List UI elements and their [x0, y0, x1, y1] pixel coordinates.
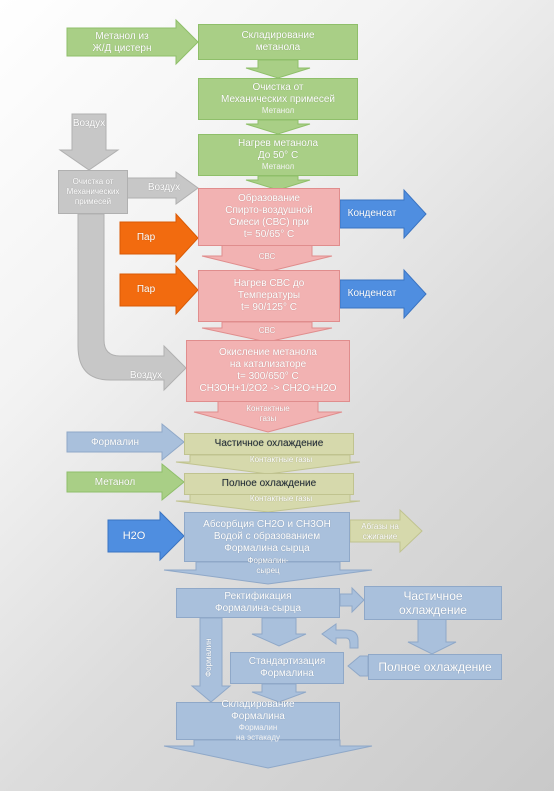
heating-text: Нагрев метанола До 50° С — [237, 138, 319, 161]
heating-sub: Метанол — [261, 162, 295, 171]
storage-formalin-sub: Формалин на эстакаду — [236, 723, 280, 742]
full-cooling-2-text: Полное охлаждение — [378, 660, 492, 674]
arrow-methanol-rail — [66, 18, 199, 66]
full-cooling-sub: Контактные газы — [249, 494, 313, 503]
arrow-steam-2 — [119, 264, 199, 316]
partial-cooling-sub: Контактные газы — [249, 455, 313, 464]
air-label-1: Воздух — [147, 182, 181, 193]
formation-box: Образование Спирто-воздушной Смеси (СВС)… — [198, 188, 340, 246]
partial-cooling-text: Частичное охлаждение — [214, 438, 324, 449]
arrow-storage-down — [245, 59, 311, 79]
partial-cooling-box: Частичное охлаждение — [184, 433, 354, 455]
arrow-rect-to-partial — [339, 586, 365, 614]
arrow-rect-down — [251, 617, 307, 647]
oxidation-box: Окисление метанола на катализаторе t= 30… — [186, 340, 350, 402]
condensate-1-box: Конденсат — [340, 202, 404, 226]
arrow-air-down — [58, 113, 120, 171]
full-cooling-box: Полное охлаждение — [184, 473, 354, 495]
methanol-in-box: Метанол — [70, 474, 160, 492]
standardization-text: Стандартизация Формалина — [248, 656, 326, 679]
arrow-final-down — [163, 739, 373, 769]
arrow-condensate-1 — [339, 188, 427, 240]
arrow-formalin-vertical — [190, 617, 232, 703]
steam-1-box: Пар — [124, 226, 168, 250]
steam-1-text: Пар — [136, 232, 156, 243]
arrow-air-to-formation — [123, 171, 199, 205]
arrow-full2-to-std — [347, 655, 369, 677]
partial-cooling-2-text: Частичное охлаждение — [399, 589, 467, 617]
arrow-methanol-in — [66, 462, 185, 502]
h2o-text: H2O — [122, 530, 146, 542]
arrow-formation-down — [201, 243, 333, 273]
condensate-1-text: Конденсат — [347, 208, 397, 219]
oxidation-sub: Контактные газы — [246, 404, 290, 423]
full-cooling-2-box: Полное охлаждение — [368, 654, 502, 680]
arrow-h2o — [107, 510, 185, 562]
absorption-sub: Формалин- сырец — [247, 556, 289, 575]
arrow-heating-down — [245, 175, 311, 191]
storage-formalin-text: Складирование Формалина — [221, 699, 295, 722]
steam-2-box: Пар — [124, 278, 168, 302]
arrow-oxidation-down — [193, 399, 343, 433]
methanol-rail-text: Метанол из Ж/Д цистерн — [92, 31, 152, 54]
condensate-2-text: Конденсат — [347, 288, 397, 299]
cleaning-text: Очистка от Механических примесей — [221, 82, 335, 105]
absorption-text: Абсорбция CH2O и CH3OH Водой с образован… — [203, 519, 331, 554]
offgas-text: Абгазы на сжигание — [361, 522, 399, 541]
heating-svs-text: Нагрев СВС до Температуры t= 90/125° С — [233, 278, 305, 313]
arrow-full-cooling-down — [175, 493, 361, 513]
air-label-2: Воздух — [129, 370, 163, 381]
storage-formalin-box: Складирование Формалина Формалин на эста… — [176, 699, 340, 742]
partial-cooling-2-box: Частичное охлаждение — [364, 586, 502, 620]
cleaning-box: Очистка от Механических примесей Метанол — [198, 78, 358, 120]
arrow-cleaning-down — [245, 119, 311, 135]
storage-box: Складирование метанола — [198, 24, 358, 60]
arrow-std-down — [251, 683, 307, 703]
condensate-2-box: Конденсат — [340, 282, 404, 306]
arrow-absorption-down — [163, 561, 373, 585]
heating-svs-box: Нагрев СВС до Температуры t= 90/125° С — [198, 270, 340, 322]
rectification-text: Ректификация Формалина-сырца — [214, 591, 302, 614]
full-cooling-text: Полное охлаждение — [221, 478, 317, 489]
air-cleaning-text: Очистка от Механических примесей — [66, 177, 120, 206]
steam-2-text: Пар — [136, 284, 156, 295]
arrow-heating-svs-down — [201, 321, 333, 343]
h2o-box: H2O — [110, 524, 158, 548]
air-cleaning-box: Очистка от Механических примесей — [58, 170, 128, 214]
methanol-in-text: Метанол — [94, 477, 136, 488]
formation-text: Образование Спирто-воздушной Смеси (СВС)… — [225, 193, 313, 240]
arrow-formalin-in — [66, 422, 185, 462]
absorption-box: Абсорбция CH2O и CH3OH Водой с образован… — [184, 512, 350, 562]
formation-sub: СВС — [258, 252, 276, 261]
arrow-partial2-down — [407, 617, 457, 655]
methanol-rail-label: Метанол из Ж/Д цистерн — [72, 30, 172, 56]
arrow-steam-1 — [119, 212, 199, 264]
arrow-air-to-oxidation — [77, 213, 187, 392]
standardization-box: Стандартизация Формалина — [230, 652, 344, 684]
arrow-offgas — [349, 508, 423, 554]
oxidation-text: Окисление метанола на катализаторе t= 30… — [199, 347, 337, 394]
arrow-condensate-2 — [339, 268, 427, 320]
arrow-partial-cooling-down — [175, 454, 361, 475]
heating-svs-sub: СВС — [258, 326, 276, 335]
formalin-in-text: Формалин — [90, 437, 140, 448]
formalin-in-box: Формалин — [70, 434, 160, 452]
arrow-loop-back — [321, 623, 359, 649]
heating-box: Нагрев метанола До 50° С Метанол — [198, 134, 358, 176]
rectification-box: Ректификация Формалина-сырца — [176, 588, 340, 618]
storage-text: Складирование метанола — [241, 30, 315, 53]
air-text: Воздух — [72, 118, 106, 129]
cleaning-sub: Метанол — [261, 106, 295, 115]
formalin-vertical-text: Формалин — [204, 638, 213, 678]
